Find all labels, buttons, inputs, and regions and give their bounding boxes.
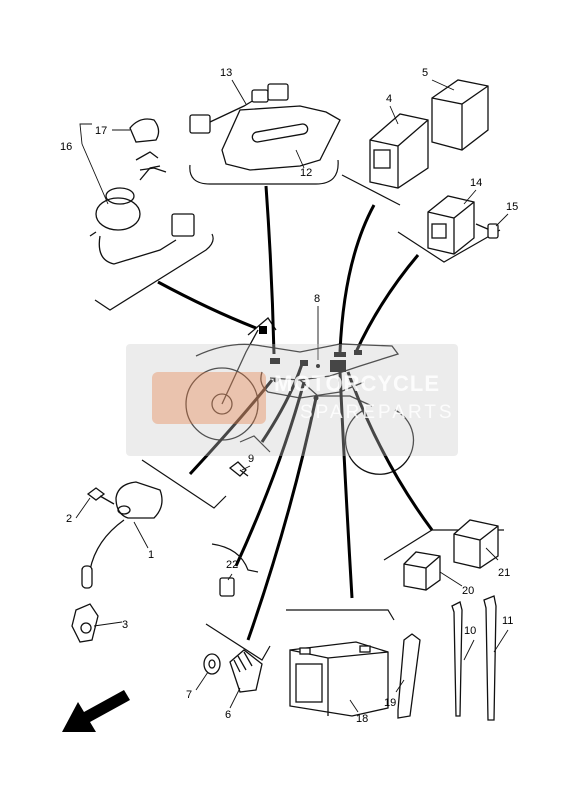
ignition-coil-1 [89, 481, 163, 571]
relay-4 [369, 113, 429, 189]
callout-16: 16 [60, 141, 72, 153]
callout-6: 6 [225, 709, 231, 721]
bracket-plate-12 [221, 105, 341, 171]
coupler-21 [453, 519, 499, 569]
callout-7: 7 [186, 689, 192, 701]
connector-lines [157, 185, 434, 641]
callout-19: 19 [384, 697, 396, 709]
bolt-15 [475, 223, 499, 239]
callout-numbers: 1 2 3 4 5 6 7 8 9 10 11 12 13 14 15 16 1… [60, 67, 518, 725]
callout-9: 9 [248, 453, 254, 465]
connector-13 [189, 83, 289, 134]
callout-13: 13 [220, 67, 232, 79]
coupler-14 [427, 195, 475, 255]
plug-cap-3 [71, 565, 99, 643]
screw-9 [228, 461, 249, 477]
relay-5 [431, 79, 489, 151]
cable-tie-10 [451, 601, 463, 717]
callout-21: 21 [498, 567, 510, 579]
sensor-6 [229, 649, 263, 693]
callout-15: 15 [506, 201, 518, 213]
cable-tie-11 [483, 595, 497, 721]
callout-11: 11 [502, 615, 513, 627]
callout-2: 2 [66, 513, 72, 525]
battery-18 [289, 641, 389, 717]
callout-17: 17 [95, 125, 107, 137]
callout-1: 1 [148, 549, 154, 561]
watermark-box [126, 344, 458, 456]
callout-12: 12 [300, 167, 312, 179]
callout-4: 4 [386, 93, 392, 105]
coupler-20 [403, 551, 441, 591]
callout-22: 22 [226, 559, 238, 571]
band-19 [397, 633, 421, 719]
callout-20: 20 [462, 585, 474, 597]
callout-leaders [75, 79, 509, 713]
callout-14: 14 [470, 177, 482, 189]
direction-arrow-icon [62, 690, 130, 732]
group-brackets [94, 159, 504, 661]
callout-10: 10 [464, 625, 476, 637]
callout-8: 8 [314, 293, 320, 305]
washer-7 [203, 653, 221, 675]
watermark-title: MOTORCYCLE [274, 371, 441, 396]
main-switch-16 [89, 165, 195, 265]
callout-5: 5 [422, 67, 428, 79]
clip-22 [219, 577, 235, 597]
key-17 [129, 118, 167, 173]
watermark-logo [152, 372, 266, 424]
bolt-2 [86, 487, 115, 505]
watermark-subtitle: SPAREPARTS [300, 402, 455, 423]
callout-3: 3 [122, 619, 128, 631]
callout-18: 18 [356, 713, 368, 725]
